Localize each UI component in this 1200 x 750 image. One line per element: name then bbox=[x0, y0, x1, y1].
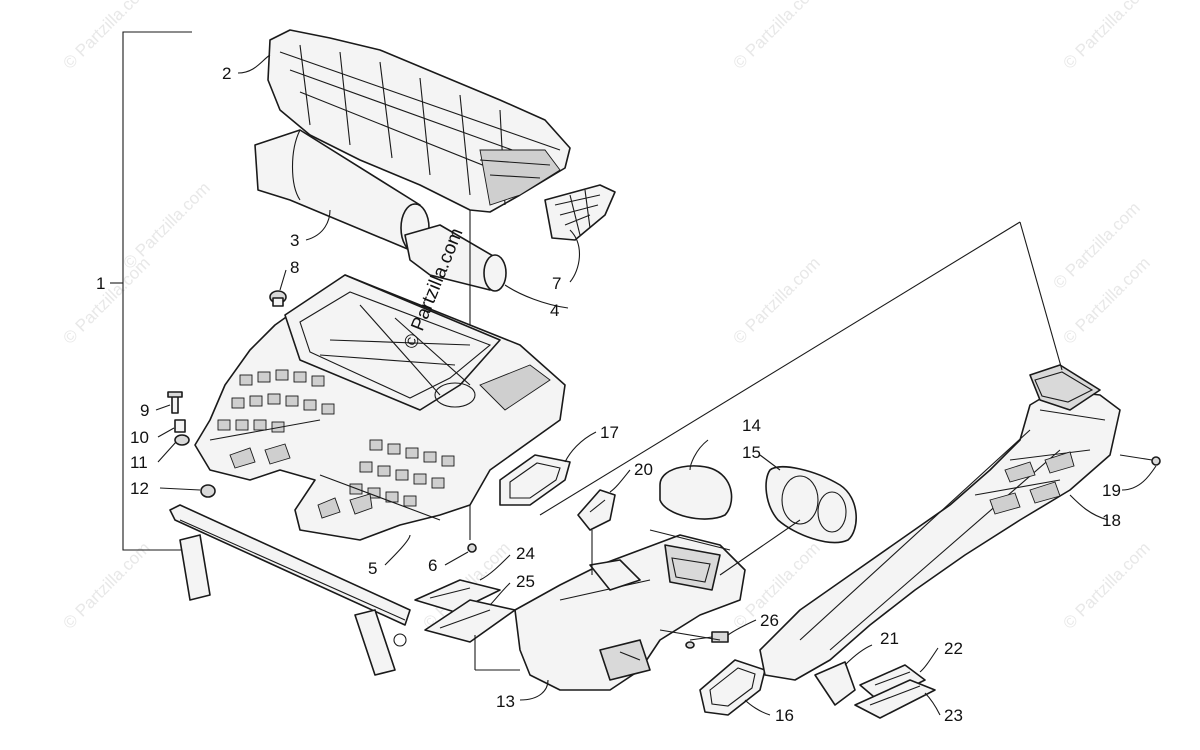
callout-14: 14 bbox=[742, 416, 761, 435]
callout-2: 2 bbox=[222, 64, 231, 83]
callout-15: 15 bbox=[742, 443, 761, 462]
watermark: © Partzilla.com bbox=[119, 178, 213, 272]
part-seal-ring bbox=[499, 454, 571, 506]
watermark: © Partzilla.com bbox=[59, 253, 153, 347]
callout-11: 11 bbox=[130, 453, 148, 472]
reference-line bbox=[649, 529, 731, 551]
callout-25: 25 bbox=[516, 572, 535, 591]
callout-18: 18 bbox=[1102, 511, 1121, 530]
vent-cutouts-left bbox=[217, 369, 335, 433]
callout-6: 6 bbox=[428, 556, 437, 575]
callout-20: 20 bbox=[634, 460, 653, 479]
callout-labels: 1 2 3 4 5 6 7 8 9 10 11 12 13 14 15 16 1… bbox=[96, 64, 1121, 725]
vent-cutouts-right bbox=[349, 439, 455, 507]
part-bushing bbox=[174, 419, 186, 433]
part-gasket bbox=[659, 465, 733, 520]
callout-4: 4 bbox=[550, 301, 559, 320]
part-intake-duct bbox=[759, 364, 1121, 681]
callout-21: 21 bbox=[880, 629, 899, 648]
assembly-bracket bbox=[122, 31, 192, 551]
part-clamp bbox=[685, 631, 729, 649]
part-pad-large bbox=[854, 679, 936, 719]
part-boot bbox=[404, 224, 507, 292]
callout-9: 9 bbox=[140, 401, 149, 420]
callout-12: 12 bbox=[130, 479, 149, 498]
watermark: © Partzilla.com bbox=[59, 538, 153, 632]
frame-section bbox=[169, 504, 411, 676]
callout-7: 7 bbox=[552, 274, 561, 293]
part-grille bbox=[544, 184, 616, 241]
reference-line bbox=[1019, 221, 1063, 371]
reference-line bbox=[539, 221, 1021, 516]
part-seal-ring-lower bbox=[699, 659, 766, 716]
part-clip bbox=[577, 489, 616, 531]
callout-1: 1 bbox=[96, 274, 105, 293]
callout-16: 16 bbox=[775, 706, 794, 725]
watermark: © Partzilla.com bbox=[1059, 0, 1153, 73]
callout-24: 24 bbox=[516, 544, 535, 563]
part-pad-lower bbox=[424, 599, 516, 643]
watermark: © Partzilla.com bbox=[1059, 538, 1153, 632]
callout-23: 23 bbox=[944, 706, 963, 725]
watermark: © Partzilla.com bbox=[59, 0, 153, 73]
callout-26: 26 bbox=[760, 611, 779, 630]
callout-3: 3 bbox=[290, 231, 299, 250]
callout-10: 10 bbox=[130, 428, 149, 447]
callout-22: 22 bbox=[944, 639, 963, 658]
callout-13: 13 bbox=[496, 692, 515, 711]
part-airbox-base bbox=[194, 274, 566, 541]
callout-5: 5 bbox=[368, 559, 377, 578]
callout-19: 19 bbox=[1102, 481, 1121, 500]
part-intake-silencer-top bbox=[267, 29, 571, 213]
part-lower-duct bbox=[514, 534, 746, 691]
part-screw-right bbox=[1119, 454, 1161, 466]
part-pad-upper bbox=[414, 579, 501, 613]
watermark: © Partzilla.com bbox=[729, 0, 823, 73]
part-bolt bbox=[467, 543, 477, 553]
part-grommet bbox=[174, 434, 190, 446]
reference-line bbox=[719, 519, 801, 576]
part-nut bbox=[200, 484, 216, 498]
callout-8: 8 bbox=[290, 258, 299, 277]
watermark: © Partzilla.com bbox=[729, 253, 823, 347]
reference-line bbox=[659, 629, 721, 641]
part-plug bbox=[269, 290, 287, 307]
part-screen bbox=[765, 466, 857, 544]
callout-leaders bbox=[155, 54, 1157, 716]
part-pad-small bbox=[814, 661, 856, 706]
callout-17: 17 bbox=[600, 423, 619, 442]
part-screw bbox=[167, 391, 183, 414]
